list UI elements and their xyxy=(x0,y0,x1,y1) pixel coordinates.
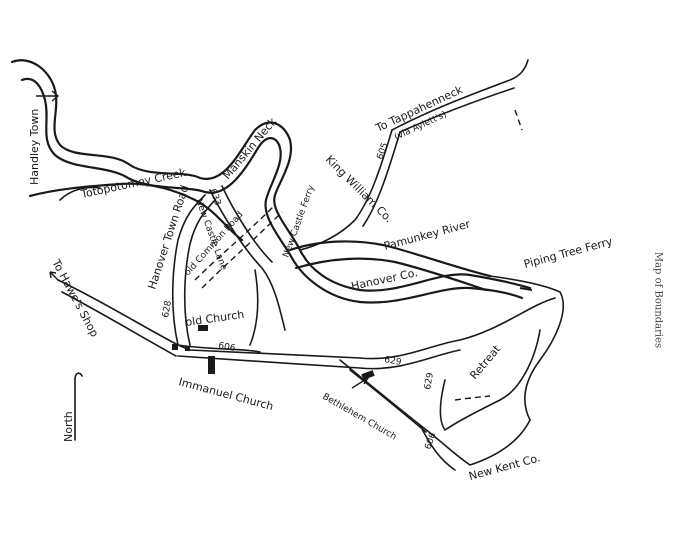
old-church-building xyxy=(198,325,208,331)
label-hanovertown-road: Hanover Town Road xyxy=(145,184,191,291)
label-old-church: old Church xyxy=(185,308,245,329)
bethlehem-arrow xyxy=(351,376,370,389)
river-bank-inner xyxy=(20,77,524,304)
label-old-common-road: old Common Road xyxy=(183,210,246,278)
retreat-road-dash xyxy=(454,395,491,401)
new-castle-lane xyxy=(209,189,286,331)
label-totopotomoy-creek: Totopotomoy Creek xyxy=(79,166,188,201)
road-628-b xyxy=(183,199,216,346)
road-605 xyxy=(299,129,393,251)
road-629 xyxy=(339,359,531,466)
road-handley-town xyxy=(59,186,101,201)
label-piping-tree-ferry: Piping Tree Ferry xyxy=(522,235,614,271)
river-lower-bank xyxy=(28,182,244,242)
label-road-606-a: 606 xyxy=(217,341,236,354)
label-road-605: 605 xyxy=(375,141,390,161)
hawes-shop-arrow xyxy=(49,271,59,281)
road-605-b xyxy=(362,131,401,227)
road-to-tappahannock-dash xyxy=(514,109,523,131)
label-manskin-neck: Manskin Neck xyxy=(220,115,279,182)
old-common-road xyxy=(194,204,276,281)
road-old-church-link xyxy=(249,269,259,346)
label-new-kent-co: New Kent Co. xyxy=(467,451,541,483)
building-606-east xyxy=(185,346,190,351)
handley-town-arrow xyxy=(36,90,60,102)
north-arrow: North xyxy=(62,372,83,442)
building-606-west xyxy=(172,344,178,350)
label-retreat: Retreat xyxy=(467,342,503,382)
map-labels: Handley Town Totopotomoy Creek Manskin N… xyxy=(28,83,614,483)
river-bank-outer xyxy=(10,59,532,292)
label-immanuel-church: Immanuel Church xyxy=(177,375,275,413)
piping-tree-marker xyxy=(519,287,533,291)
road-606-main-b xyxy=(177,349,461,370)
label-north: North xyxy=(62,411,75,442)
pamunkey-loop-lower xyxy=(294,257,488,292)
road-606-main xyxy=(177,297,556,360)
map-caption: Map of Boundaries xyxy=(652,251,664,349)
road-606-south xyxy=(419,424,456,471)
label-road-628: 628 xyxy=(161,300,174,319)
label-road-629-a: 629 xyxy=(383,355,402,368)
label-pamunkey-river: Pamunkey River xyxy=(382,217,472,253)
label-road-629-b: 629 xyxy=(423,372,436,391)
label-handley-town: Handley Town xyxy=(28,109,41,185)
road-to-tappahannock xyxy=(391,59,529,131)
road-to-hawes-shop-b xyxy=(61,291,177,357)
immanuel-church-building xyxy=(208,356,215,374)
road-628 xyxy=(171,194,206,346)
road-retreat-loop xyxy=(439,329,541,431)
old-common-road-b xyxy=(201,211,283,289)
bethlehem-church-building xyxy=(361,370,375,380)
road-piping-tree-loop xyxy=(489,275,565,421)
road-to-tappahannock-b xyxy=(399,87,515,133)
road-629-b xyxy=(349,369,427,433)
new-castle-lane-b xyxy=(221,185,273,263)
buildings xyxy=(172,325,375,380)
north-arrow-line xyxy=(74,372,83,441)
